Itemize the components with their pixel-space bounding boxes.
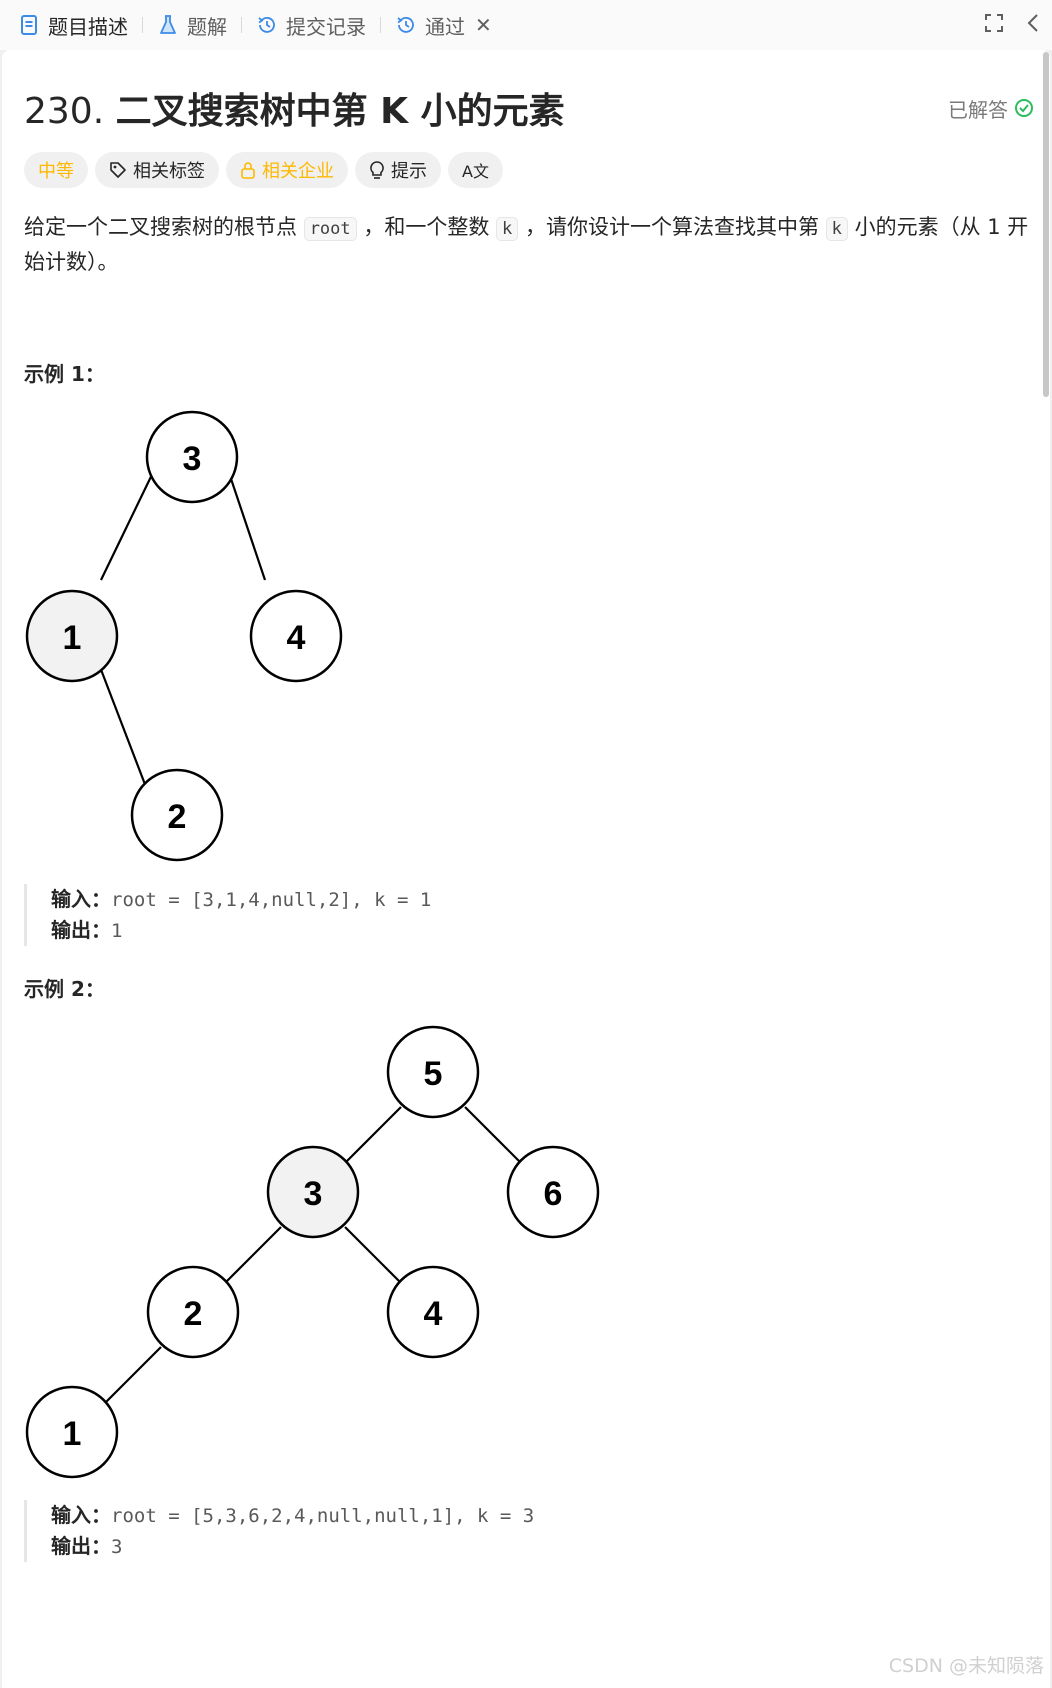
problem-number: 230. — [24, 91, 105, 132]
svg-text:4: 4 — [424, 1295, 443, 1333]
collapse-icon[interactable] — [1026, 13, 1040, 37]
description-panel — [2, 50, 1050, 1688]
description-text: ，请你设计一个算法查找其中第 — [524, 215, 819, 239]
output-value: 1 — [111, 920, 123, 942]
tree-edge — [103, 1346, 162, 1405]
inline-code: k — [496, 217, 519, 241]
svg-text:3: 3 — [304, 1175, 323, 1213]
example-2-title: 示例 2： — [24, 977, 105, 1001]
scrollbar[interactable] — [1043, 52, 1049, 397]
check-circle-icon — [1015, 99, 1033, 117]
flask-icon — [157, 14, 179, 36]
svg-text:2: 2 — [184, 1295, 203, 1333]
related-tags-button[interactable]: 相关标签 — [95, 152, 219, 188]
svg-text:4: 4 — [287, 619, 306, 657]
tree-node: 4 — [386, 1265, 480, 1359]
translate-button[interactable]: A文 — [448, 152, 503, 188]
example-1-tree-image: 3 1 4 2 — [25, 410, 343, 862]
tab-submissions[interactable]: 提交记录 — [256, 0, 366, 50]
translate-label: A文 — [462, 162, 489, 181]
input-value: root = [3,1,4,null,2], k = 1 — [111, 889, 432, 911]
input-label: 输入： — [51, 1503, 111, 1527]
fullscreen-icon[interactable] — [984, 13, 1004, 37]
problem-name: 二叉搜索树中第 K 小的元素 — [115, 91, 565, 132]
tab-submissions-label: 提交记录 — [286, 14, 366, 39]
output-label: 输出： — [51, 918, 111, 942]
inline-code: k — [825, 217, 848, 241]
tab-description-label: 题目描述 — [48, 14, 128, 39]
tab-accepted[interactable]: 通过 ✕ — [395, 0, 492, 50]
related-companies-label: 相关企业 — [262, 161, 334, 182]
svg-text:2: 2 — [168, 798, 187, 836]
tab-divider — [241, 17, 242, 33]
tree-edge — [223, 1226, 282, 1285]
tab-solutions[interactable]: 题解 — [157, 0, 227, 50]
tag-row: 中等 相关标签 相关企业 提示 A文 — [24, 152, 503, 188]
close-icon[interactable]: ✕ — [475, 13, 492, 37]
lock-icon — [240, 161, 256, 179]
tree-edge — [464, 1106, 523, 1165]
inline-code: root — [303, 217, 357, 241]
svg-text:3: 3 — [183, 440, 202, 478]
tab-bar: 题目描述 题解 提交记录 通过 ✕ — [0, 0, 1052, 50]
tree-node: 1 — [25, 1385, 119, 1479]
tree-edge — [100, 457, 161, 581]
watermark: CSDN @未知陨落 — [888, 1655, 1044, 1677]
tree-node: 5 — [386, 1025, 480, 1119]
solved-label: 已解答 — [948, 97, 1008, 122]
solved-status: 已解答 — [948, 94, 1034, 123]
tree-edge — [344, 1226, 403, 1285]
tree-edge — [98, 666, 148, 788]
tree-node-highlighted: 1 — [25, 589, 119, 683]
tree-node: 4 — [249, 589, 343, 683]
svg-text:6: 6 — [544, 1175, 563, 1213]
hint-button[interactable]: 提示 — [355, 152, 441, 188]
document-icon — [18, 14, 40, 36]
example-2-tree-image: 5 3 6 2 4 1 — [25, 1025, 600, 1479]
tree-node: 6 — [506, 1145, 600, 1239]
history-icon — [256, 14, 278, 36]
output-value: 3 — [111, 1536, 123, 1558]
tab-description[interactable]: 题目描述 — [18, 0, 128, 50]
tree-edge — [343, 1106, 402, 1165]
tab-divider — [380, 17, 381, 33]
description-text: 给定一个二叉搜索树的根节点 — [24, 215, 297, 239]
description-text: 小的元素（从 1 开始计数）。 — [24, 215, 1029, 274]
difficulty-badge: 中等 — [24, 152, 88, 188]
related-companies-button[interactable]: 相关企业 — [226, 152, 348, 188]
title-row: 230. 二叉搜索树中第 K 小的元素 已解答 — [24, 82, 1034, 134]
svg-text:1: 1 — [63, 619, 82, 657]
input-label: 输入： — [51, 887, 111, 911]
description-text: ，和一个整数 — [363, 215, 490, 239]
history-icon — [395, 14, 417, 36]
related-tags-label: 相关标签 — [133, 161, 205, 182]
tree-node: 2 — [146, 1265, 240, 1359]
output-label: 输出： — [51, 1534, 111, 1558]
example-1-title: 示例 1： — [24, 362, 105, 386]
tab-divider — [142, 17, 143, 33]
tree-node: 2 — [130, 768, 224, 862]
problem-description: 给定一个二叉搜索树的根节点 root ，和一个整数 k ，请你设计一个算法查找其… — [24, 211, 1034, 279]
tab-bar-actions — [984, 0, 1040, 50]
example-2-io: 输入：root = [5,3,6,2,4,null,null,1], k = 3… — [24, 1500, 534, 1562]
tree-node-highlighted: 3 — [266, 1145, 360, 1239]
input-value: root = [5,3,6,2,4,null,null,1], k = 3 — [111, 1505, 535, 1527]
tag-icon — [109, 161, 127, 179]
svg-text:1: 1 — [63, 1415, 82, 1453]
tab-solutions-label: 题解 — [187, 14, 227, 39]
tab-accepted-label: 通过 — [425, 14, 465, 39]
hint-label: 提示 — [391, 161, 427, 182]
tree-node: 3 — [145, 410, 239, 504]
svg-text:5: 5 — [424, 1055, 443, 1093]
lightbulb-icon — [369, 160, 385, 180]
example-1-io: 输入：root = [3,1,4,null,2], k = 1 输出：1 — [24, 884, 431, 946]
page-title[interactable]: 230. 二叉搜索树中第 K 小的元素 — [24, 82, 565, 134]
